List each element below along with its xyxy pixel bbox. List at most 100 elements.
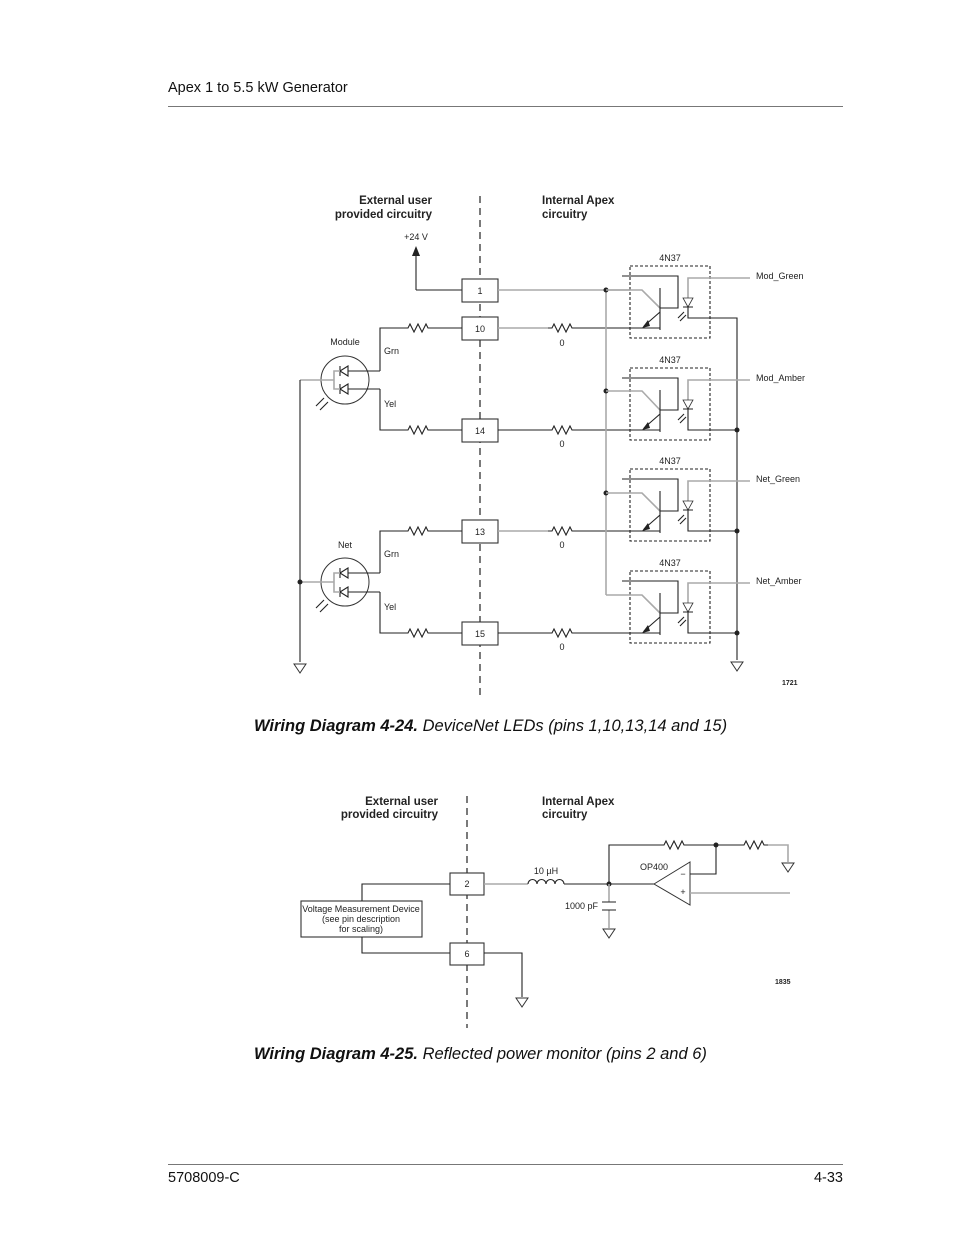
resistor	[547, 526, 577, 536]
ground-icon	[602, 928, 616, 939]
optocoupler-2: 4N37 Mod_Amber	[606, 355, 805, 441]
internal-label: Internal Apex	[542, 195, 615, 207]
pin-13: 13	[461, 519, 499, 544]
wire	[379, 530, 404, 573]
arrow-up-icon	[412, 246, 420, 256]
header-rule	[168, 106, 843, 107]
resistor	[659, 840, 689, 850]
svg-text:13: 13	[475, 527, 485, 537]
resistor	[403, 526, 433, 536]
resistor	[547, 323, 577, 333]
external-label: provided circuitry	[341, 809, 439, 821]
svg-text:10: 10	[475, 324, 485, 334]
svg-text:6: 6	[464, 949, 469, 959]
junction	[297, 579, 303, 585]
op-amp: OP400 − +	[640, 861, 691, 906]
resistor	[547, 425, 577, 435]
svg-text:Voltage Measurement Device: Voltage Measurement Device	[302, 904, 420, 914]
ground-icon	[730, 661, 744, 672]
svg-text:2: 2	[464, 879, 469, 889]
resistor	[403, 425, 433, 435]
wire	[379, 592, 404, 634]
caption-text: DeviceNet LEDs (pins 1,10,13,14 and 15)	[422, 717, 728, 735]
wire	[361, 937, 450, 954]
svg-text:4N37: 4N37	[659, 253, 681, 263]
ground-icon	[781, 862, 795, 873]
svg-text:14: 14	[475, 426, 485, 436]
output-label: Net_Green	[756, 474, 800, 484]
wire	[379, 389, 404, 431]
internal-label: circuitry	[542, 209, 588, 221]
wire	[690, 845, 717, 875]
external-label: provided circuitry	[335, 209, 433, 221]
capacitor	[602, 901, 616, 911]
svg-text:−: −	[680, 869, 685, 879]
svg-text:OP400: OP400	[640, 862, 668, 872]
internal-label: Internal Apex	[542, 796, 615, 808]
output-label: Mod_Amber	[756, 373, 805, 383]
grn-label: Grn	[384, 549, 399, 559]
ground-icon	[293, 663, 307, 674]
external-label: External user	[365, 796, 438, 808]
output-label: Mod_Green	[756, 271, 804, 281]
pin-6: 6	[449, 942, 485, 966]
resistor	[403, 323, 433, 333]
grn-label: Grn	[384, 346, 399, 356]
led-module: Module	[300, 337, 380, 411]
svg-text:+: +	[680, 887, 685, 897]
supply-label: +24 V	[404, 232, 428, 242]
internal-label: circuitry	[542, 809, 588, 821]
caption-label: Wiring Diagram 4-25.	[254, 1045, 418, 1063]
caption-label: Wiring Diagram 4-24.	[254, 717, 418, 735]
figure-caption-4-25: Wiring Diagram 4-25. Reflected power mon…	[254, 1045, 707, 1064]
wire	[608, 844, 660, 884]
svg-text:15: 15	[475, 629, 485, 639]
svg-text:(see pin description: (see pin description	[322, 914, 400, 924]
pin-10: 10	[461, 316, 499, 341]
svg-text:4N37: 4N37	[659, 558, 681, 568]
optocoupler-4: 4N37 Net_Amber	[606, 558, 802, 644]
optocoupler-1: 4N37 Mod_Green	[606, 253, 804, 339]
yel-label: Yel	[384, 399, 396, 409]
inductor-label: 10 µH	[534, 866, 558, 876]
wire	[768, 844, 789, 862]
external-label: External user	[359, 195, 432, 207]
page-number: 4-33	[813, 1170, 843, 1186]
pin-1: 1	[461, 278, 499, 303]
resistor-value: 0	[559, 439, 564, 449]
ground-icon	[515, 997, 529, 1008]
resistor-value: 0	[559, 540, 564, 550]
svg-text:4N37: 4N37	[659, 456, 681, 466]
optocoupler-3: 4N37 Net_Green	[606, 456, 800, 542]
led-net-label: Net	[338, 540, 353, 550]
figure-caption-4-24: Wiring Diagram 4-24. DeviceNet LEDs (pin…	[254, 717, 727, 736]
pin-2: 2	[449, 872, 485, 896]
resistor	[403, 628, 433, 638]
resistor-value: 0	[559, 338, 564, 348]
yel-label: Yel	[384, 602, 396, 612]
resistor	[739, 840, 769, 850]
pin-14: 14	[461, 418, 499, 443]
caption-text: Reflected power monitor (pins 2 and 6)	[422, 1045, 707, 1063]
voltage-measurement-device: Voltage Measurement Device (see pin desc…	[300, 900, 423, 938]
diagram-4-24: External user provided circuitry Interna…	[293, 195, 805, 700]
wire	[361, 883, 450, 901]
resistor	[547, 628, 577, 638]
svg-text:for scaling): for scaling)	[339, 924, 383, 934]
pin-15: 15	[461, 621, 499, 646]
document-number: 5708009-C	[168, 1170, 240, 1186]
diagram-4-25: External user provided circuitry Interna…	[300, 796, 795, 1028]
wire	[484, 952, 523, 997]
footer-rule	[168, 1164, 843, 1165]
resistor-value: 0	[559, 642, 564, 652]
led-net: Net	[300, 540, 380, 613]
output-label: Net_Amber	[756, 576, 802, 586]
led-module-label: Module	[330, 337, 360, 347]
svg-text:1: 1	[477, 286, 482, 296]
figure-id: 1835	[775, 979, 791, 986]
wire	[379, 327, 404, 371]
capacitor-label: 1000 pF	[565, 901, 599, 911]
figure-id: 1721	[782, 680, 798, 687]
running-header: Apex 1 to 5.5 kW Generator	[168, 80, 348, 96]
